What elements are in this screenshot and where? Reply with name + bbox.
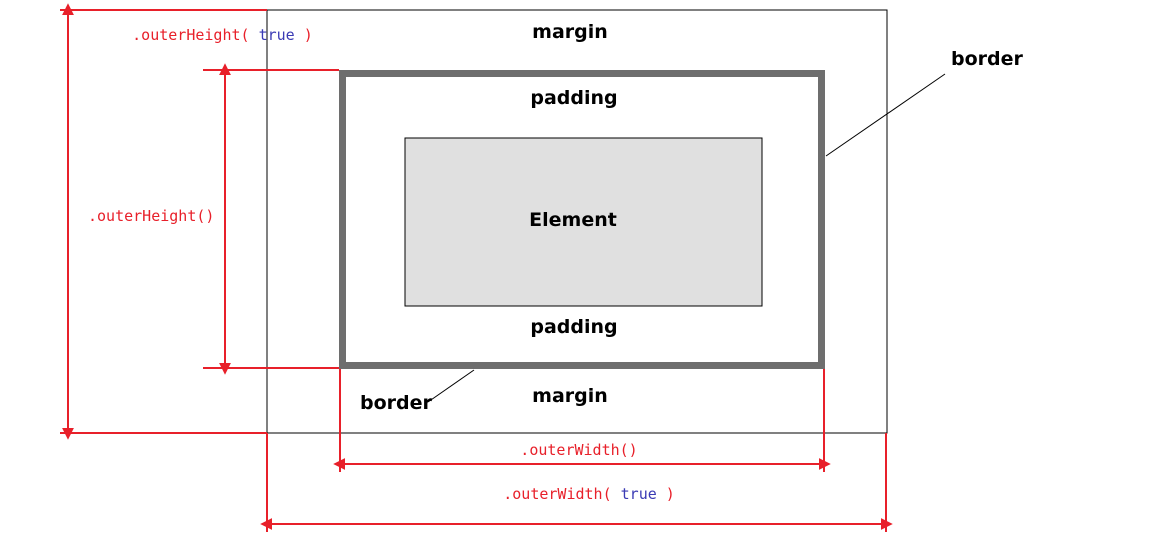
outer-height-label: .outerHeight() — [88, 207, 214, 225]
border-right-label: border — [951, 48, 1024, 70]
border-bottom-leader — [427, 369, 475, 403]
border-right-leader — [825, 73, 946, 157]
padding-top-label: padding — [530, 87, 617, 109]
element-label: Element — [529, 209, 617, 231]
margin-top-label: margin — [532, 21, 608, 43]
outer-width-label: .outerWidth() — [520, 441, 637, 459]
outer-width-true-label: .outerWidth( true ) — [458, 485, 702, 503]
outer-height-true-label: .outerHeight( true ) — [87, 26, 340, 44]
margin-bottom-label: margin — [532, 385, 608, 407]
element-box — [404, 137, 763, 307]
border-bottom-label: border — [360, 392, 433, 414]
padding-bottom-label: padding — [530, 316, 617, 338]
